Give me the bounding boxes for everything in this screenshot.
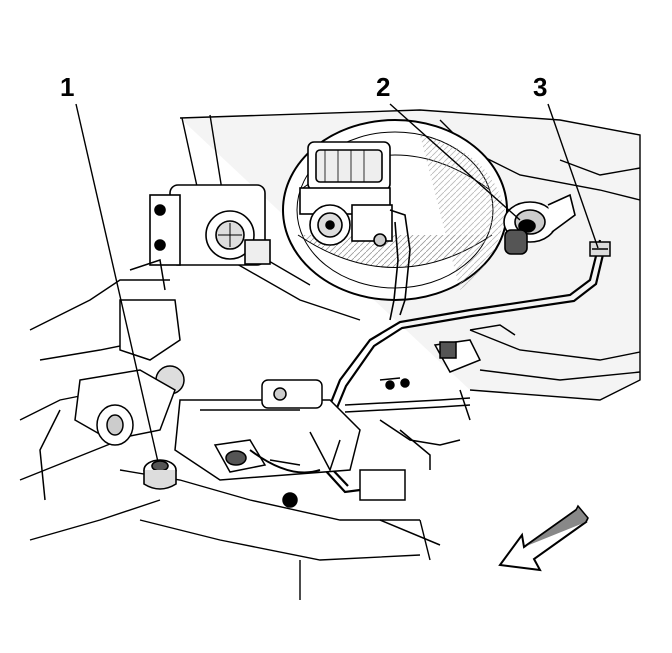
brake-booster-check-valve: [503, 193, 576, 255]
line-retaining-clip: [589, 241, 611, 257]
left-frame-components: [39, 259, 185, 501]
right-bracket-lines: [309, 324, 516, 472]
center-components: [174, 379, 441, 546]
fitting-at-lower-left: [143, 459, 177, 490]
master-cylinder: [299, 141, 393, 247]
callout-label-1: 1: [60, 72, 75, 102]
callout-label-2: 2: [376, 72, 391, 102]
callout-label-3: 3: [533, 72, 548, 102]
arrow-forward-icon: [498, 504, 589, 572]
leader-lines: [75, 103, 599, 463]
brake-lines: [389, 209, 411, 321]
actuator-motor: [149, 184, 271, 266]
